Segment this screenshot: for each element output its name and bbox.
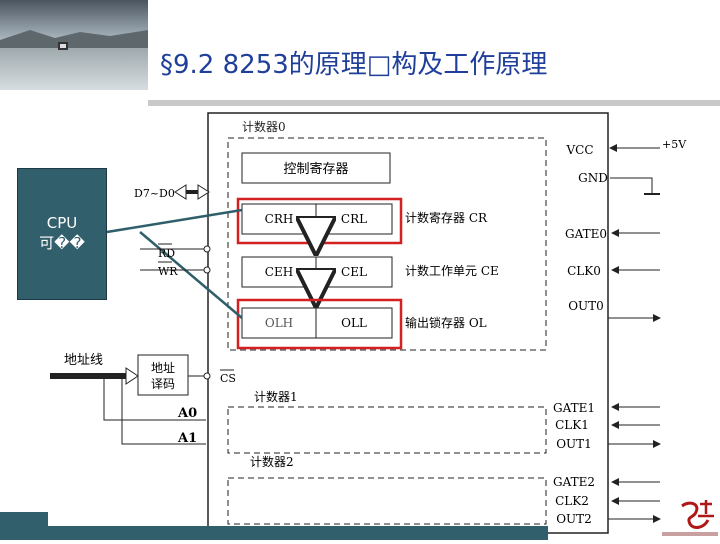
wr-label: WR xyxy=(158,265,178,278)
out1-label: OUT1 xyxy=(556,437,592,451)
counter2-box xyxy=(227,477,547,525)
control-register xyxy=(241,152,391,184)
plus5v-label: +5V xyxy=(662,138,687,151)
counter1-box xyxy=(227,406,547,454)
clk1-label: CLK1 xyxy=(555,418,589,432)
addr-decoder xyxy=(137,354,189,396)
slide-title: §9.2 8253的原理□构及工作原理 xyxy=(160,50,548,80)
counter0-box xyxy=(227,137,547,351)
cel-label: CEL xyxy=(341,265,367,279)
rd-label: RD xyxy=(158,247,175,260)
header-photo xyxy=(0,0,148,90)
clk2-label: CLK2 xyxy=(555,494,589,508)
data-bus-arrow-left xyxy=(174,184,187,200)
addr-line-arrow xyxy=(125,367,139,385)
a0-line xyxy=(103,376,206,421)
rd-bubble xyxy=(203,245,211,253)
footer-bar-left xyxy=(0,512,48,540)
data-bus-label: D7~D0 xyxy=(134,187,175,200)
count-unit-label: 计数工作单元 CE xyxy=(405,263,499,278)
gate2-label: GATE2 xyxy=(553,475,595,489)
cpu-line2: 可�� xyxy=(39,234,85,252)
crh-label: CRH xyxy=(265,212,294,226)
gate0-label: GATE0 xyxy=(565,227,607,241)
out0-label: OUT0 xyxy=(568,299,604,313)
counter1-label: 计数器1 xyxy=(254,389,298,404)
cpu-to-cr-line xyxy=(106,208,243,234)
ol-highlight xyxy=(236,298,403,350)
gnd-line xyxy=(610,177,653,194)
addr-decoder-line1: 地址 xyxy=(151,361,175,375)
a1-label: A1 xyxy=(177,431,197,446)
university-logo xyxy=(660,498,720,540)
vcc-label: VCC xyxy=(565,143,593,157)
counter0-label: 计数器0 xyxy=(242,119,286,134)
footer-bar xyxy=(48,526,548,540)
cs-label: CS xyxy=(220,372,236,385)
counter2-label: 计数器2 xyxy=(250,454,294,469)
gnd-label: GND xyxy=(578,171,608,185)
cpu-to-ol-line xyxy=(139,231,243,319)
clk0-label: CLK0 xyxy=(567,264,601,278)
addr-decoder-line2: 译码 xyxy=(151,377,175,391)
a0-label: A0 xyxy=(177,406,197,421)
gate1-label: GATE1 xyxy=(553,401,595,415)
olh-label: OLH xyxy=(265,316,293,330)
count-reg-label: 计数寄存器 CR xyxy=(405,210,488,225)
out2-label: OUT2 xyxy=(556,512,592,526)
data-bus-arrow-right xyxy=(197,184,210,200)
a1-line xyxy=(121,376,206,445)
cpu-block: CPU 可�� xyxy=(17,168,107,300)
cpu-line1: CPU xyxy=(46,214,78,232)
crl-label: CRL xyxy=(341,212,367,226)
oll-label: OLL xyxy=(341,316,367,330)
olh-cell xyxy=(241,307,317,339)
control-register-label: 控制寄存器 xyxy=(283,161,348,177)
oll-cell xyxy=(315,307,393,339)
output-latch-label: 输出锁存器 OL xyxy=(405,315,487,330)
addr-line-label: 地址线 xyxy=(64,353,103,368)
cs-bubble xyxy=(203,372,211,380)
wr-bubble xyxy=(203,266,211,274)
ceh-label: CEH xyxy=(265,265,293,279)
title-divider xyxy=(148,100,720,106)
